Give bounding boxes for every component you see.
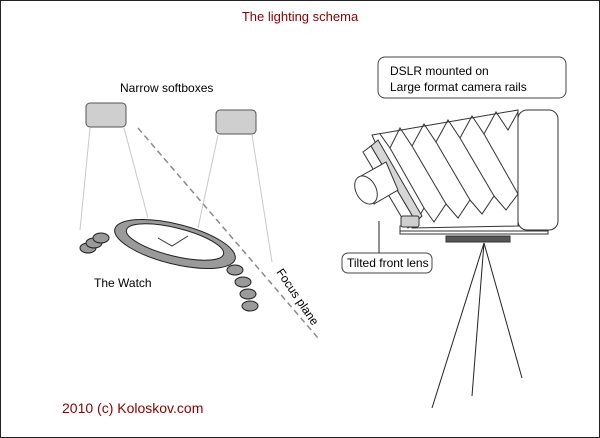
tripod [431, 242, 523, 409]
focus-plane-label: Focus plane [274, 266, 322, 328]
strap-link [92, 232, 110, 244]
light-rays [79, 127, 273, 263]
lens-board-edge [370, 139, 423, 223]
softbox-left [85, 102, 127, 128]
strap-link [239, 288, 257, 300]
softboxes-label: Narrow softboxes [120, 81, 213, 95]
dslr-label-box [377, 56, 567, 99]
bellows-pleats [389, 133, 519, 209]
tripod-leg [471, 242, 485, 397]
tilt-knob [400, 215, 420, 228]
tripod-head [445, 235, 511, 243]
lens-front-element [354, 175, 378, 205]
tripod-leg [483, 242, 523, 379]
watch-face [125, 223, 225, 261]
camera-rail-lower [399, 230, 549, 235]
dslr-body [517, 109, 559, 231]
light-ray [197, 134, 219, 229]
light-ray [123, 127, 149, 219]
bellows-folds-top [379, 111, 519, 149]
focus-plane-line [137, 127, 319, 339]
dslr-label-line1: DSLR mounted on [390, 64, 489, 78]
softbox-right [215, 109, 257, 135]
strap-link [226, 264, 244, 276]
camera-assembly [354, 109, 559, 243]
tripod-leg [431, 242, 485, 409]
strap-link [234, 276, 252, 288]
watch [79, 218, 259, 312]
light-ray [251, 134, 273, 263]
light-ray [79, 127, 91, 231]
diagram-title: The lighting schema [242, 9, 359, 24]
dslr-label-line2: Large format camera rails [390, 80, 527, 94]
bellows-folds-bottom [413, 193, 519, 227]
copyright: 2010 (c) Koloskov.com [62, 400, 203, 416]
watch-label: The Watch [94, 276, 152, 290]
watch-hands [157, 235, 189, 247]
tilted-lens-label-box [341, 252, 433, 274]
tilted-lens-label: Tilted front lens [347, 256, 429, 270]
strap-link [241, 300, 259, 312]
